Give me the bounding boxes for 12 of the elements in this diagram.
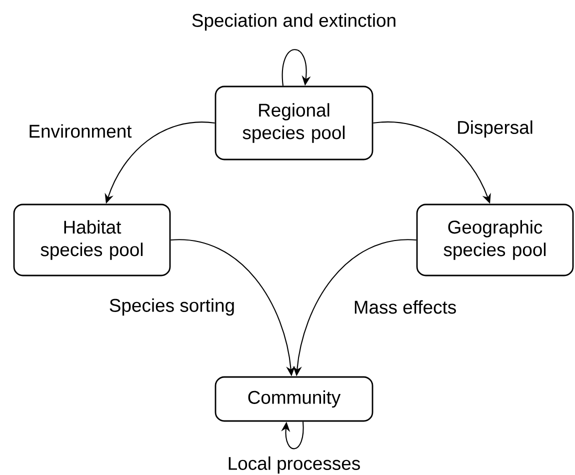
process-box: Geographic species pool <box>416 204 574 276</box>
edge-label: Local processes <box>226 454 362 475</box>
arrow <box>282 49 311 86</box>
edge-label: Mass effects <box>352 298 458 316</box>
arrow <box>281 422 304 450</box>
process-box: Community <box>214 376 374 422</box>
process-box: Regional species pool <box>214 86 374 160</box>
edge-label: Species sorting <box>107 296 237 318</box>
edge-label: Environment <box>26 122 134 140</box>
edge-label: Speciation and extinction <box>190 12 398 32</box>
edge-label: Dispersal <box>454 118 536 140</box>
process-box: Habitat species pool <box>13 204 171 276</box>
